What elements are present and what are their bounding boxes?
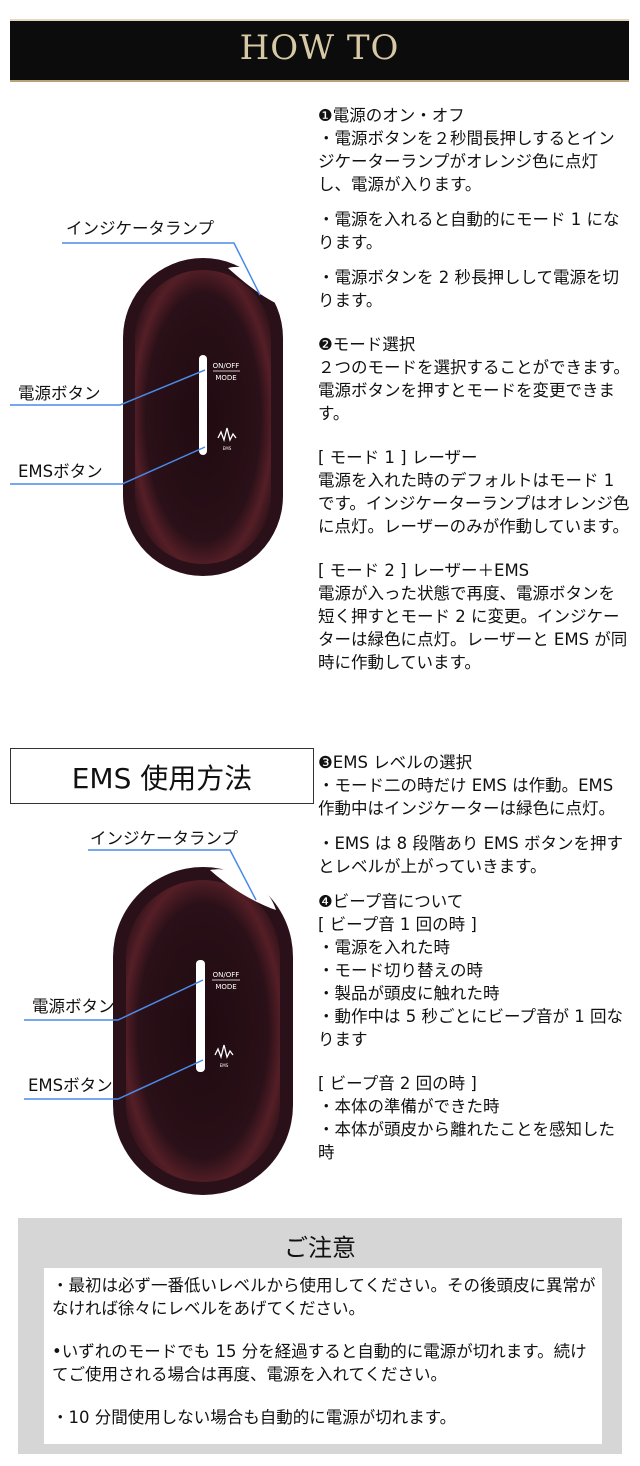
on-off-label: ON/OFF [213,971,240,979]
mode2-text: 電源が入った状態で再度、電源ボタンを短く押すとモード 2 に変更。インジケーター… [318,584,628,672]
beep-once-title: [ ビープ音 1 回の時 ] [318,915,477,934]
section3-heading: ❸EMS レベルの選択 [318,753,473,772]
ems-button-label-2: EMSボタン [28,1076,113,1095]
ems-wave-icon [214,1044,234,1060]
mode-label: MODE [215,374,236,382]
beep-twice-item: ・本体の準備ができた時 [318,1097,500,1116]
mode2-title: [ モード 2 ] レーザー＋EMS [318,561,530,580]
beep-once-item: ・製品が頭皮に触れた時 [318,984,500,1003]
button-slot [199,355,207,455]
ems-wave-icon [217,427,237,443]
device-illustration-2: ON/OFF MODE EMS [0,810,316,1210]
section1-p3: ・電源ボタンを 2 秒長押しして電源を切ります。 [318,268,619,310]
power-button-label-2: 電源ボタン [32,997,115,1016]
button-slot [196,960,205,1072]
power-leader-line [24,979,204,1021]
ems-mark: EMS [223,446,232,451]
notice-title: ご注意 [284,1234,356,1262]
section3-p2: ・EMS は 8 段階あり EMS ボタンを押すとレベルが上がっていきます。 [318,834,623,876]
mode-label: MODE [215,983,236,991]
beep-once-item: ・動作中は 5 秒ごとにビープ音が 1 回なります [318,1007,623,1049]
section1-p1: ・電源ボタンを２秒間長押しするとインジケーターランプがオレンジ色に点灯し、電源が… [318,129,615,194]
section4-heading: ❹ビープ音について [318,892,464,911]
lamp-label-1: インジケータランプ [66,219,215,238]
ems-mark: EMS [220,1063,229,1068]
on-off-label: ON/OFF [213,362,240,370]
section1-heading: ❶電源のオン・オフ [318,106,465,125]
lamp-leader-line [88,849,257,901]
power-leader-line [10,369,206,406]
device-drawing-1: ON/OFF MODE EMS [10,242,283,576]
ems-section: ❸EMS レベルの選択 ・モード二の時だけ EMS は作動。EMS 作動中はイン… [318,751,630,1164]
section2-p1: ２つのモードを選択することができます。電源ボタンを押すとモードを変更できます。 [318,358,630,423]
power-button-label-1: 電源ボタン [18,384,101,403]
beep-once-item: ・モード切り替えの時 [318,961,483,980]
notice-panel: ご注意 ・最初は必ず一番低いレベルから使用してください。その後頭皮に異常がなけれ… [18,1218,622,1454]
device-drawing-2: ON/OFF MODE EMS [24,849,293,1195]
header-bar: HOW TO [10,19,629,82]
beep-once-item: ・電源を入れた時 [318,938,450,957]
ems-button-label-1: EMSボタン [18,462,103,481]
notice-item: ・最初は必ず一番低いレベルから使用してください。その後頭皮に異常がなければ徐々に… [52,1276,596,1318]
notice-item: •いずれのモードでも 15 分を経過すると自動的に電源が切れます。続けてご使用さ… [52,1342,587,1384]
indicator-lamp [210,869,276,910]
ems-usage-box: EMS 使用方法 [10,748,314,804]
section3-p1: ・モード二の時だけ EMS は作動。EMS 作動中はインジケーターは緑色に点灯。 [318,776,615,818]
section2-heading: ❷モード選択 [318,335,416,354]
device-illustration-1: ON/OFF MODE EMS [0,200,316,590]
page-title: HOW TO [239,28,400,68]
beep-twice-title: [ ビープ音 2 回の時 ] [318,1074,477,1093]
lamp-label-2: インジケータランプ [90,829,239,848]
notice-body: ・最初は必ず一番低いレベルから使用してください。その後頭皮に異常がなければ徐々に… [44,1268,602,1444]
indicator-lamp [228,266,280,305]
power-section: ❶電源のオン・オフ ・電源ボタンを２秒間長押しするとインジケーターランプがオレン… [318,104,630,674]
mode1-text: 電源を入れた時のデフォルトはモード 1 です。インジケーターランプはオレンジ色に… [318,471,630,536]
ems-leader-line [24,1059,204,1100]
ems-leader-line [10,446,206,485]
beep-twice-item: ・本体が頭皮から離れたことを感知した時 [318,1120,615,1162]
mode1-title: [ モード 1 ] レーザー [318,448,478,467]
notice-item: ・10 分間使用しない場合も自動的に電源が切れます。 [52,1408,457,1427]
section1-p2: ・電源を入れると自動的にモード 1 になります。 [318,210,620,252]
lamp-leader-line [62,242,261,296]
ems-usage-title: EMS 使用方法 [71,762,253,795]
